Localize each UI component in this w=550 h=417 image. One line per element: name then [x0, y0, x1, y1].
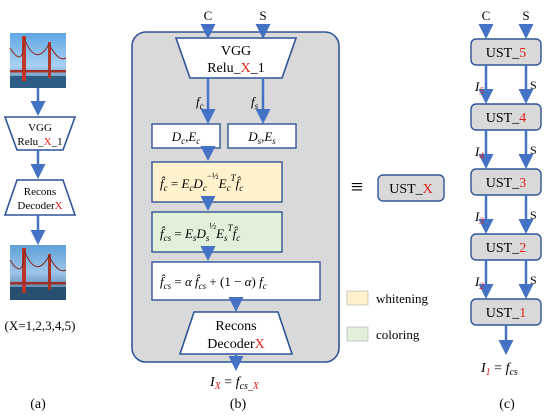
decoder-x-label-a: DecoderX: [17, 200, 62, 212]
ust-2-label: UST_2: [486, 241, 526, 256]
vgg-block-a: [3, 116, 77, 151]
whitening-legend-label: whitening: [376, 291, 428, 306]
vgg-label-b: VGG: [221, 44, 251, 59]
i2-label: I2: [474, 274, 484, 291]
ust-x-label: UST_X: [389, 182, 433, 197]
blend-equation-box: [151, 261, 321, 301]
i4-label: I4: [474, 144, 484, 161]
ust-block-4: [470, 103, 542, 131]
ust-4-label: UST_4: [486, 111, 526, 126]
input-c-b: C: [204, 8, 213, 23]
input-s-c: S: [522, 8, 529, 23]
fc-label: fc: [196, 94, 204, 111]
fs-label: fs: [251, 94, 259, 111]
bridge-photo-bottom: [9, 245, 67, 300]
ust-5-label: UST_5: [486, 46, 526, 61]
decoder-x-label-b: DecoderX: [207, 337, 265, 352]
dc-ec-box: [151, 123, 221, 149]
s4-label: S: [530, 143, 537, 157]
panel-b-label: (b): [230, 397, 247, 412]
vgg-block-b: [174, 37, 298, 79]
s3-label: S: [530, 208, 537, 222]
vgg-relu-label-b: Relu_X_1: [207, 61, 265, 76]
ust-block-3: [470, 168, 542, 196]
decoder-block-a: [3, 179, 77, 216]
i3-label: I3: [474, 209, 484, 226]
ust-x-box: [377, 174, 445, 202]
panel-b: C S VGG Relu_X_1 fc fs Dc,Ec Ds,Es f̂c =…: [131, 8, 340, 412]
equivalence: ≡ UST_X: [351, 174, 445, 202]
decoder-block-b: [178, 311, 294, 355]
ds-es-box: [227, 123, 297, 149]
blend-equation: f̂cs = α f̂cs + (1 − α) fc: [160, 274, 267, 291]
x-range-caption: (X=1,2,3,4,5): [5, 318, 76, 333]
whitening-equation: f̂c = EcDc−½EcTf̂c: [160, 171, 243, 193]
i5-label: I5: [474, 79, 484, 96]
final-output-equation: I1 = fcs: [480, 361, 518, 378]
whitening-equation-box: [151, 161, 283, 203]
ust-block-2: [470, 233, 542, 261]
decoder-label-a: Recons: [24, 186, 56, 198]
vgg-relu-label-a: Relu_X_1: [17, 136, 62, 148]
decoder-label-b: Recons: [215, 319, 256, 334]
s5-label: S: [530, 78, 537, 92]
whitening-swatch: [346, 290, 369, 306]
input-s-b: S: [259, 8, 266, 23]
output-equation-b: IX = fcs_X: [209, 375, 260, 392]
ust-1-label: UST_1: [486, 306, 526, 321]
panel-c: C S UST_5 I5 S UST_4 I4 S UST_3 I3 S UST…: [470, 8, 542, 412]
coloring-swatch: [346, 326, 369, 342]
panel-c-label: (c): [499, 397, 515, 412]
s2-label: S: [530, 273, 537, 287]
equivalence-symbol: ≡: [351, 174, 363, 199]
panel-a-label: (a): [30, 397, 46, 412]
dc-ec-label: Dc,Ec: [171, 129, 201, 146]
coloring-equation-box: [151, 211, 283, 253]
legend: whitening coloring: [346, 290, 428, 342]
input-c-c: C: [482, 8, 491, 23]
ds-es-label: Ds,Es: [247, 129, 276, 146]
ust-3-label: UST_3: [486, 176, 526, 191]
ust-block-5: [470, 38, 542, 66]
vgg-label-a: VGG: [28, 122, 52, 134]
bridge-photo-top: [9, 33, 67, 88]
panel-a: VGG Relu_X_1 Recons DecoderX (X=1,2,3,4,…: [3, 33, 77, 412]
coloring-equation: f̂cs = EsDs½EsTf̂c: [160, 221, 240, 243]
coloring-legend-label: coloring: [376, 327, 420, 342]
